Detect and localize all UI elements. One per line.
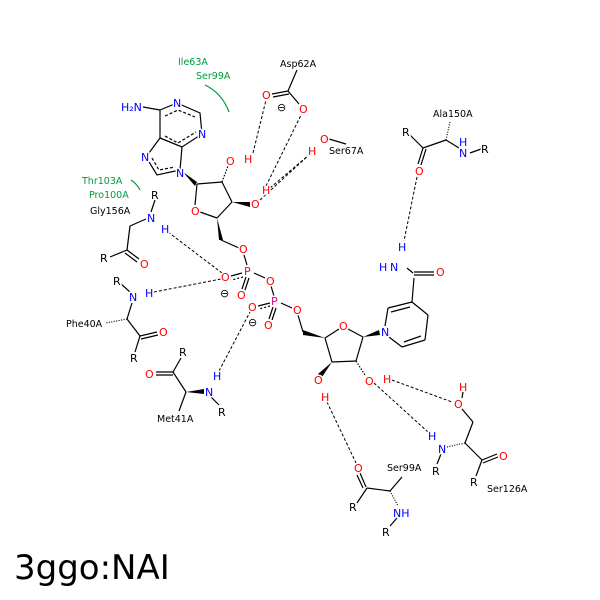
atom-r: R: [179, 346, 187, 359]
atom-o: O: [293, 304, 302, 317]
hydrophobic-contact-arc: [130, 179, 141, 191]
negative-charge-icon: ⊖: [248, 316, 257, 329]
atom-p: P: [244, 265, 251, 278]
residue-label-ser99a: Ser99A: [387, 463, 422, 474]
atom-r: R: [130, 352, 138, 365]
atom-labels: H₂N N N N N O O H O H O P O ⊖ O O P O ⊖ …: [99, 88, 510, 541]
wedge-bond: [318, 362, 332, 377]
atom-n: N: [147, 212, 155, 225]
atom-o: O: [320, 133, 329, 146]
atom-n: N: [176, 167, 184, 180]
residue-label-phe40a: Phe40A: [66, 319, 103, 330]
atom-n: N: [205, 386, 213, 399]
atom-h: H: [213, 370, 221, 383]
atom-h: H: [321, 391, 329, 404]
atom-o: O: [354, 462, 363, 475]
atom-o: O: [339, 320, 348, 333]
atom-o: O: [454, 398, 463, 411]
residue-labels: Ile63A Ser99A Asp62A Ser67A Thr103A Pro1…: [65, 56, 530, 497]
atom-o: O: [499, 450, 508, 463]
residue-label-met41a: Met41A: [157, 414, 194, 425]
atom-n: N: [198, 128, 206, 141]
atom-h: H: [459, 381, 467, 394]
residue-label-ile63a: Ile63A: [178, 57, 208, 68]
negative-charge-icon: ⊖: [220, 287, 229, 300]
atom-h: H: [244, 153, 252, 166]
atom-h: H: [161, 223, 169, 236]
hydrophobic-contact-arc: [204, 84, 230, 113]
atom-r: R: [218, 406, 226, 419]
atom-h: H: [145, 287, 153, 300]
residue-label-pro100a: Pro100A: [89, 190, 129, 201]
atom-o: O: [226, 155, 235, 168]
atom-n: N: [129, 291, 137, 304]
atom-h: H: [459, 136, 467, 149]
residue-label-ala150a: Ala150A: [433, 109, 473, 120]
atom-o: O: [266, 275, 275, 288]
atom-n: N: [459, 147, 467, 160]
atom-h: H: [383, 373, 391, 386]
atom-nh: NH: [393, 507, 410, 520]
atom-o: O: [221, 271, 230, 284]
atom-h: H: [308, 145, 316, 158]
atom-p: P: [271, 295, 278, 308]
atom-h: H: [379, 261, 387, 274]
atom-r: R: [382, 526, 390, 539]
atom-n: N: [381, 326, 389, 339]
atom-n: N: [141, 151, 149, 164]
structure-title: 3ggo:NAI: [14, 548, 170, 588]
atom-r: R: [481, 143, 489, 156]
atom-h: H: [398, 241, 406, 254]
amine-label: H₂N: [121, 101, 142, 114]
atom-o: O: [299, 103, 308, 116]
atom-n: N: [390, 261, 398, 274]
residue-label-ser126a: Ser126A: [487, 484, 528, 495]
atom-o: O: [248, 301, 257, 314]
residue-label-ser67a: Ser67A: [329, 146, 364, 157]
atom-o: O: [145, 368, 154, 381]
atom-h: H: [262, 184, 270, 197]
wedge-bond: [303, 330, 325, 338]
atom-o: O: [264, 319, 273, 332]
atom-r: R: [432, 465, 440, 478]
atom-o: O: [262, 89, 271, 102]
atom-o: O: [239, 243, 248, 256]
residue-label-thr103a: Thr103A: [81, 176, 123, 187]
residue-label-asp62a: Asp62A: [280, 59, 317, 70]
atom-r: R: [100, 252, 108, 265]
atom-r: R: [402, 126, 410, 139]
wedge-bond: [217, 218, 223, 240]
atom-h: H: [428, 430, 436, 443]
atom-r: R: [470, 476, 478, 489]
atom-r: R: [151, 189, 159, 202]
atom-o: O: [251, 198, 260, 211]
atom-o: O: [314, 374, 323, 387]
wedge-bond: [232, 202, 250, 207]
wedge-bond: [363, 330, 380, 337]
atom-o: O: [436, 266, 445, 279]
atom-r: R: [349, 501, 357, 514]
hydrogen-bonds: [153, 99, 453, 464]
wedge-bond: [186, 389, 204, 394]
residue-label-gly156a: Gly156A: [90, 206, 131, 217]
atom-o: O: [237, 289, 246, 302]
atom-o: O: [159, 326, 168, 339]
residue-label-ser99a-hydrophobic: Ser99A: [196, 71, 231, 82]
wedge-bond: [183, 172, 197, 186]
ligand-bonds: [105, 69, 499, 527]
atom-r: R: [113, 275, 121, 288]
atom-o: O: [365, 375, 374, 388]
atom-o: O: [415, 165, 424, 178]
atom-n: N: [173, 97, 181, 110]
negative-charge-icon: ⊖: [277, 101, 286, 114]
atom-o: O: [191, 205, 200, 218]
atom-n: N: [438, 443, 446, 456]
atom-o: O: [140, 258, 149, 271]
